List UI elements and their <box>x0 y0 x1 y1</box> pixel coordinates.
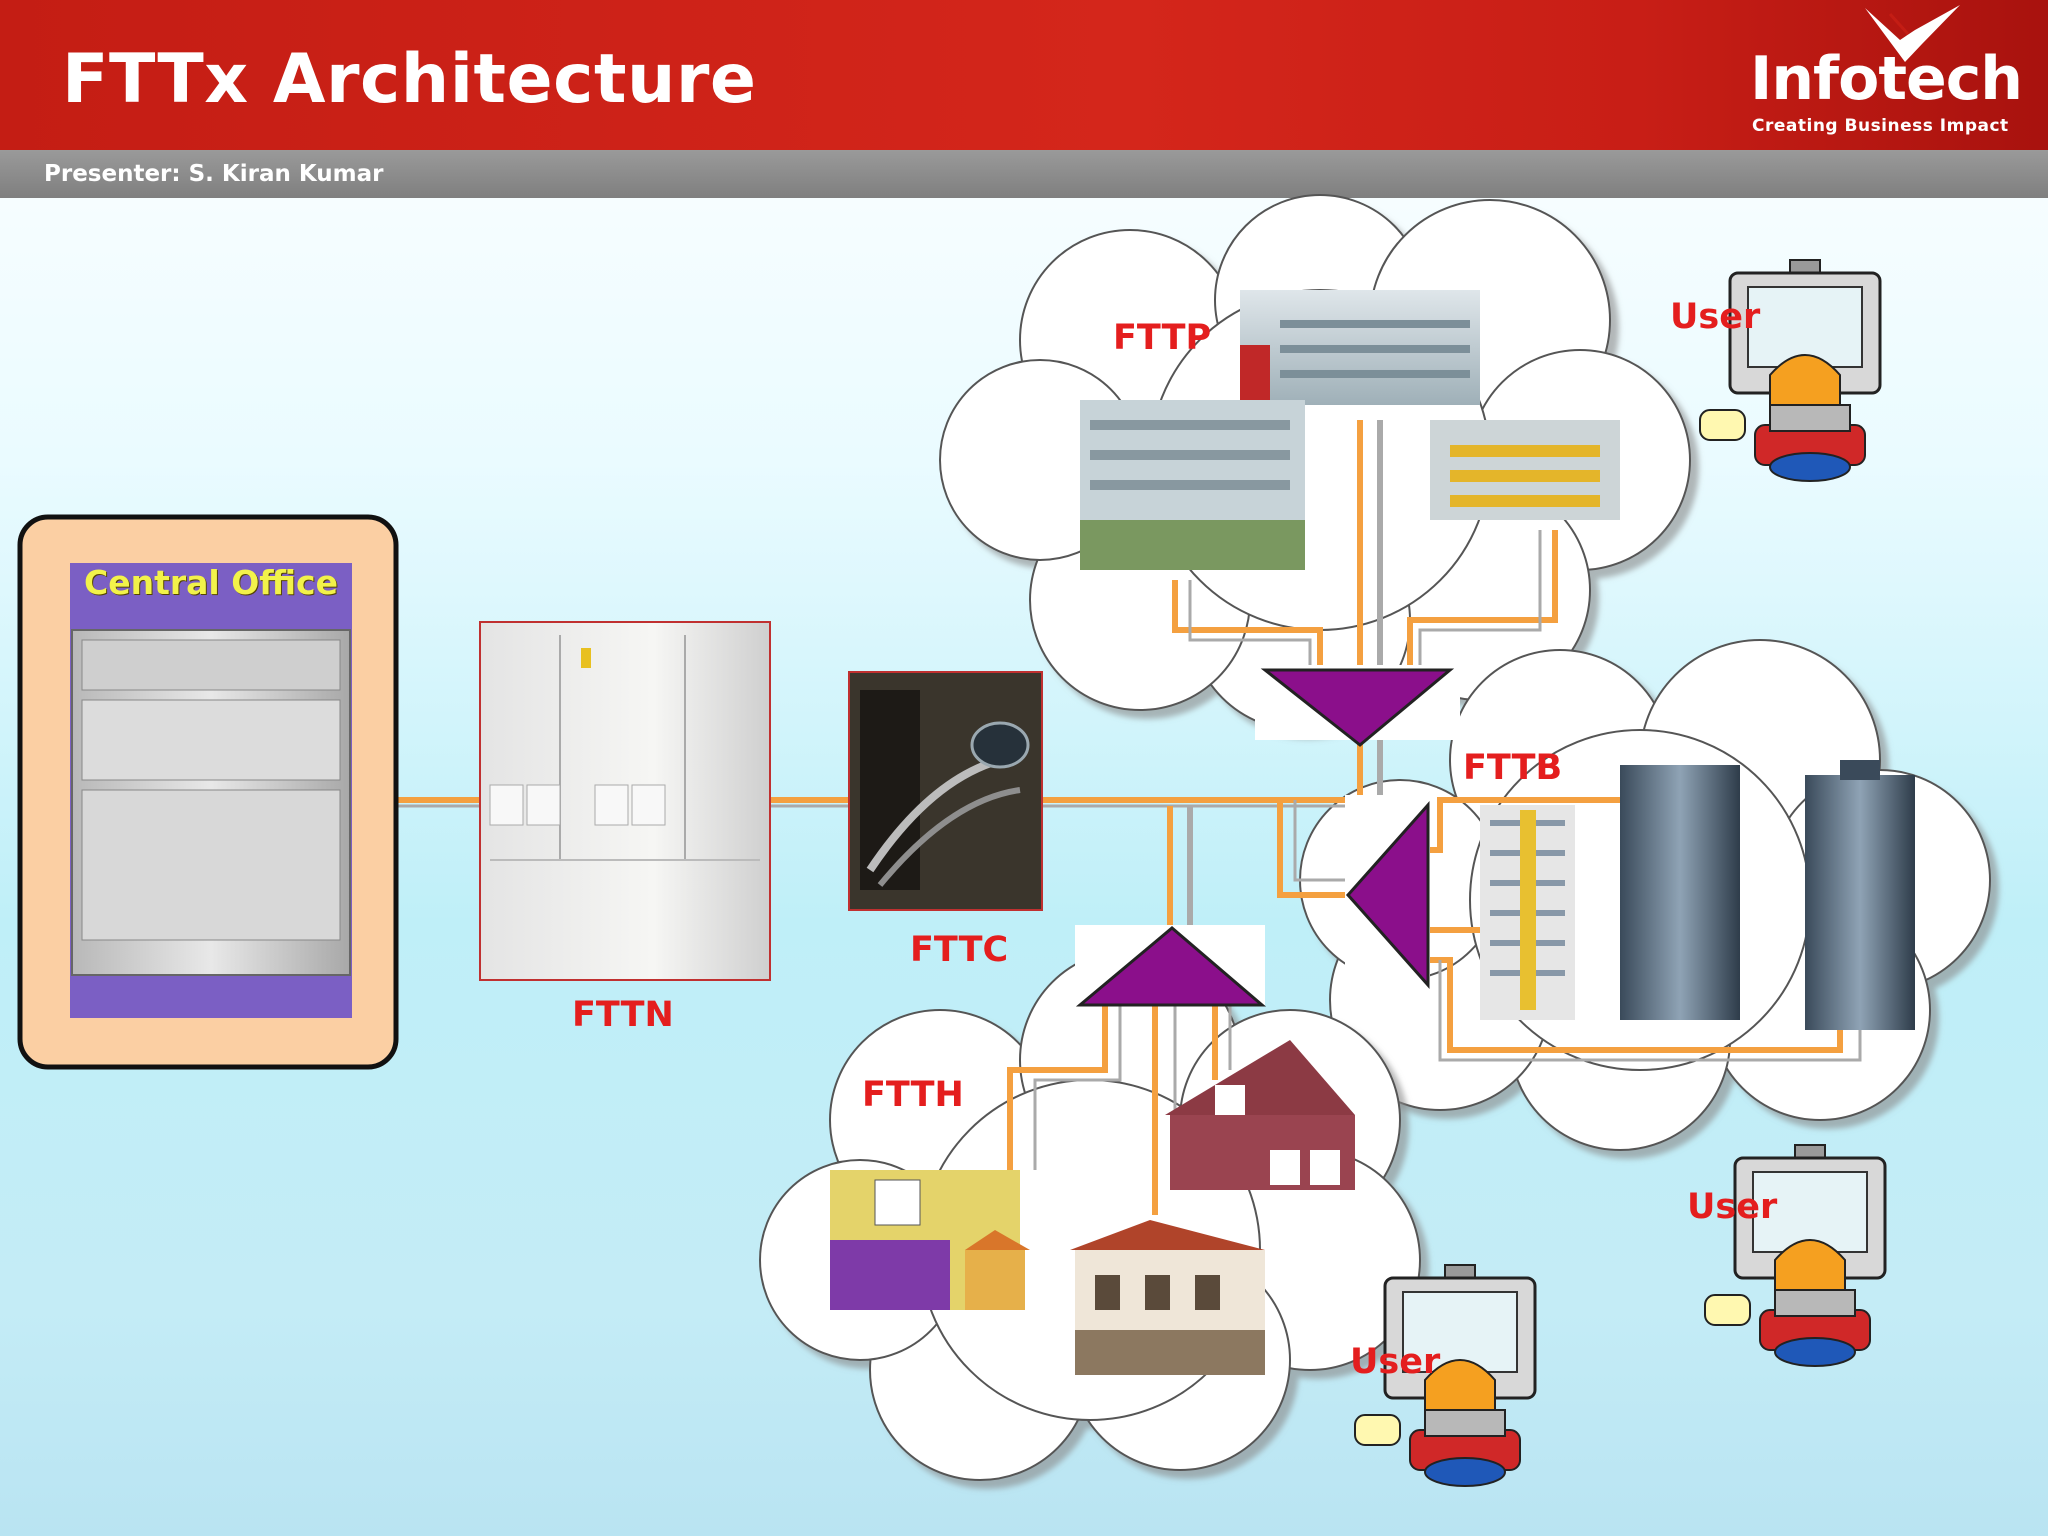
fttp-label: FTTP <box>1113 318 1212 358</box>
infotech-logo: Infotech Creating Business Impact <box>1740 0 2040 150</box>
central-office <box>17 514 399 1070</box>
fttb-glass-tower-icon <box>1620 765 1740 1020</box>
user-label: User <box>1687 1187 1778 1227</box>
presenter-bar: Presenter: S. Kiran Kumar <box>0 150 2048 198</box>
logo-tagline: Creating Business Impact <box>1752 116 2009 136</box>
fttc-cabinet-photo-icon <box>848 671 1043 911</box>
logo-brand: Infotech <box>1750 44 2023 114</box>
fttp-apartment-building-icon <box>1430 420 1620 520</box>
ftth-purple-house-icon <box>830 1170 1030 1310</box>
slide-title: FTTx Architecture <box>62 40 757 119</box>
fttc-label: FTTC <box>910 930 1009 970</box>
presenter-name: Presenter: S. Kiran Kumar <box>44 161 384 187</box>
ftth-villa-house-icon <box>1070 1220 1265 1375</box>
user-computer-icon <box>1354 1264 1537 1487</box>
fttb-splitter-icon <box>1345 795 1430 990</box>
central-office-rack-icon <box>71 629 351 976</box>
ftth-label: FTTH <box>862 1075 964 1115</box>
user-label: User <box>1670 297 1761 337</box>
fttn-cabinet-icon <box>479 621 771 981</box>
fttn-label: FTTN <box>572 995 674 1035</box>
title-bar: FTTx Architecture Infotech Creating Busi… <box>0 0 2048 150</box>
user-computer-icon <box>1704 1144 1887 1367</box>
ftth-splitter-icon <box>1075 925 1267 1007</box>
fttb-highrise-building-icon <box>1480 805 1575 1020</box>
central-office-label: Central Office <box>83 563 338 602</box>
fttp-splitter-icon <box>1255 665 1460 747</box>
logo-bird-icon <box>1865 5 1960 62</box>
fttp-office-building-icon <box>1240 290 1480 405</box>
user-computer-icon <box>1699 259 1882 482</box>
ftth-red-house-icon <box>1165 1040 1355 1190</box>
fttp-campus-building-icon <box>1080 400 1305 570</box>
fttb-label: FTTB <box>1463 748 1563 788</box>
fttb-skyscraper-icon <box>1805 760 1915 1030</box>
user-label: User <box>1350 1342 1441 1382</box>
